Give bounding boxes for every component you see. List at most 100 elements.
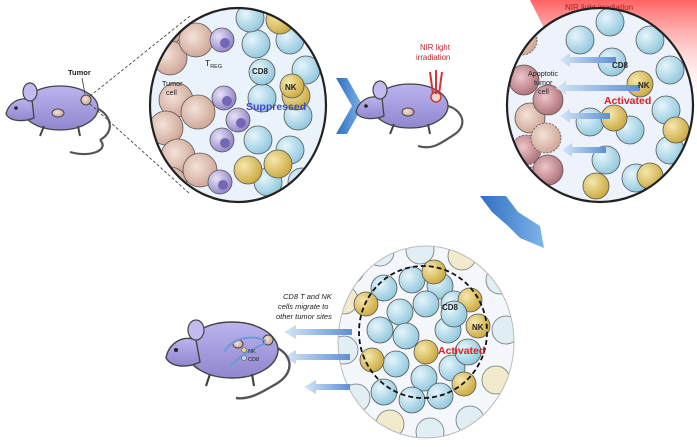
nk-cell (421, 259, 447, 285)
mouse-2-tail (417, 104, 464, 149)
faint-cell (447, 246, 477, 271)
suppressed-label: Suppressed (246, 101, 306, 113)
faint-cell (491, 315, 514, 345)
apoptotic-cell (532, 154, 564, 186)
nir-label-line1: NIR light (420, 43, 451, 52)
apoptotic-cell (532, 84, 564, 116)
mouse-3-migration-path-b (229, 342, 267, 367)
nir-beam-small (429, 70, 443, 95)
attack-arrow (560, 53, 616, 67)
treg-nucleus (220, 138, 230, 148)
apoptotic-label-2: tumor (534, 78, 553, 87)
cd8-cell (635, 25, 665, 55)
mouse-3-nk-dot (241, 347, 247, 353)
tumor-cell-label-2: cell (166, 88, 177, 97)
cd8-cell (366, 316, 394, 344)
faint-cell (415, 417, 445, 438)
immune-cells-suppressed (207, 8, 321, 197)
mouse-2-ear (372, 80, 388, 100)
cd8-label-1: CD8 (252, 67, 269, 76)
immune-cells-cluster (353, 259, 491, 414)
faint-cell (338, 255, 365, 285)
cd8-cell (412, 290, 440, 318)
cd8-cell (392, 322, 420, 350)
faint-cell (481, 365, 511, 395)
apoptotic-cell (530, 122, 562, 154)
mouse-3-head (165, 337, 201, 367)
migrate-text-1: CD8 T and NK (283, 292, 333, 301)
circle-3-border (505, 6, 695, 204)
attack-arrow (562, 143, 606, 157)
cd8-cell (243, 125, 273, 155)
attack-arrow (556, 81, 640, 95)
mouse-3-ear (187, 319, 205, 341)
faint-cell (365, 246, 395, 267)
mouse-1-head (5, 98, 35, 122)
apoptotic-label-3: cell (538, 87, 549, 96)
apoptotic-tumor-cells (507, 24, 564, 198)
activated-cluster-boundary (358, 265, 488, 399)
cd8-cell (370, 274, 398, 302)
mouse-2-tumor-a (401, 107, 415, 117)
circle-1-border (148, 6, 328, 204)
treg-nucleus (220, 38, 230, 48)
faint-cell (338, 285, 359, 315)
cell-attack-arrows (556, 53, 640, 157)
mouse-3-cd8-dot (241, 355, 247, 361)
nir-label-line2: irradiation (416, 53, 450, 62)
activated-label-4: Activated (438, 345, 485, 357)
nk-label-3: NK (638, 81, 650, 90)
cd8-cell (241, 29, 271, 59)
mouse-2-head (355, 96, 385, 120)
migration-arrow-2 (284, 350, 350, 364)
nk-cell-labeled (279, 73, 305, 99)
mouse-1-eye (14, 106, 18, 110)
nk-label-1: NK (285, 83, 297, 92)
treg-nucleus (218, 180, 228, 190)
cd8-cell (382, 350, 410, 378)
nk-cell-labeled (465, 313, 491, 339)
cd8-cell (454, 338, 482, 366)
nk-cell (413, 339, 439, 365)
arrow-down-left (480, 196, 544, 248)
migration-arrow-3 (304, 380, 350, 394)
mouse-1-tumor-a (51, 108, 65, 118)
migrate-text-3: other tumor sites (276, 312, 332, 321)
treg-nucleus (222, 96, 232, 106)
nk-label-4: NK (472, 323, 484, 332)
mouse-1 (5, 82, 111, 156)
mouse-2-eye (364, 104, 368, 108)
activated-label-3: Activated (604, 95, 651, 107)
tumor-cell-label-1: Tumor (162, 79, 183, 88)
apoptotic-label-1: Apoptotic (528, 69, 558, 78)
treg-label: TREG (205, 58, 222, 70)
circle-4 (338, 246, 514, 438)
mouse-3-nk-label: NK (248, 349, 256, 355)
migration-arrow-1 (284, 325, 352, 339)
cd8-cell (595, 8, 625, 37)
cd8-cell (398, 386, 426, 414)
nk-cell (582, 172, 610, 200)
nk-cell (451, 371, 477, 397)
cd8-label-3: CD8 (612, 61, 629, 70)
treg-nucleus (236, 118, 246, 128)
tumor-cell (180, 94, 216, 130)
nk-cell (359, 347, 385, 373)
attack-arrow (560, 109, 610, 123)
faint-cell (338, 335, 359, 365)
zoom-line-bottom (89, 103, 191, 195)
nk-cell (233, 155, 263, 185)
cd8-cell (655, 55, 685, 85)
cd8-cell-labeled (248, 58, 276, 86)
mouse-1-tumor-b (80, 94, 92, 106)
cd8-cell (398, 266, 426, 294)
tumor-cell (150, 12, 183, 48)
tumor-cell (152, 166, 188, 202)
mouse-3-cd8-label: CD8 (248, 357, 259, 363)
cd8-cell-labeled (440, 300, 468, 328)
cd8-cell (410, 364, 438, 392)
mouse-2 (355, 80, 464, 149)
mouse-3 (165, 319, 291, 400)
